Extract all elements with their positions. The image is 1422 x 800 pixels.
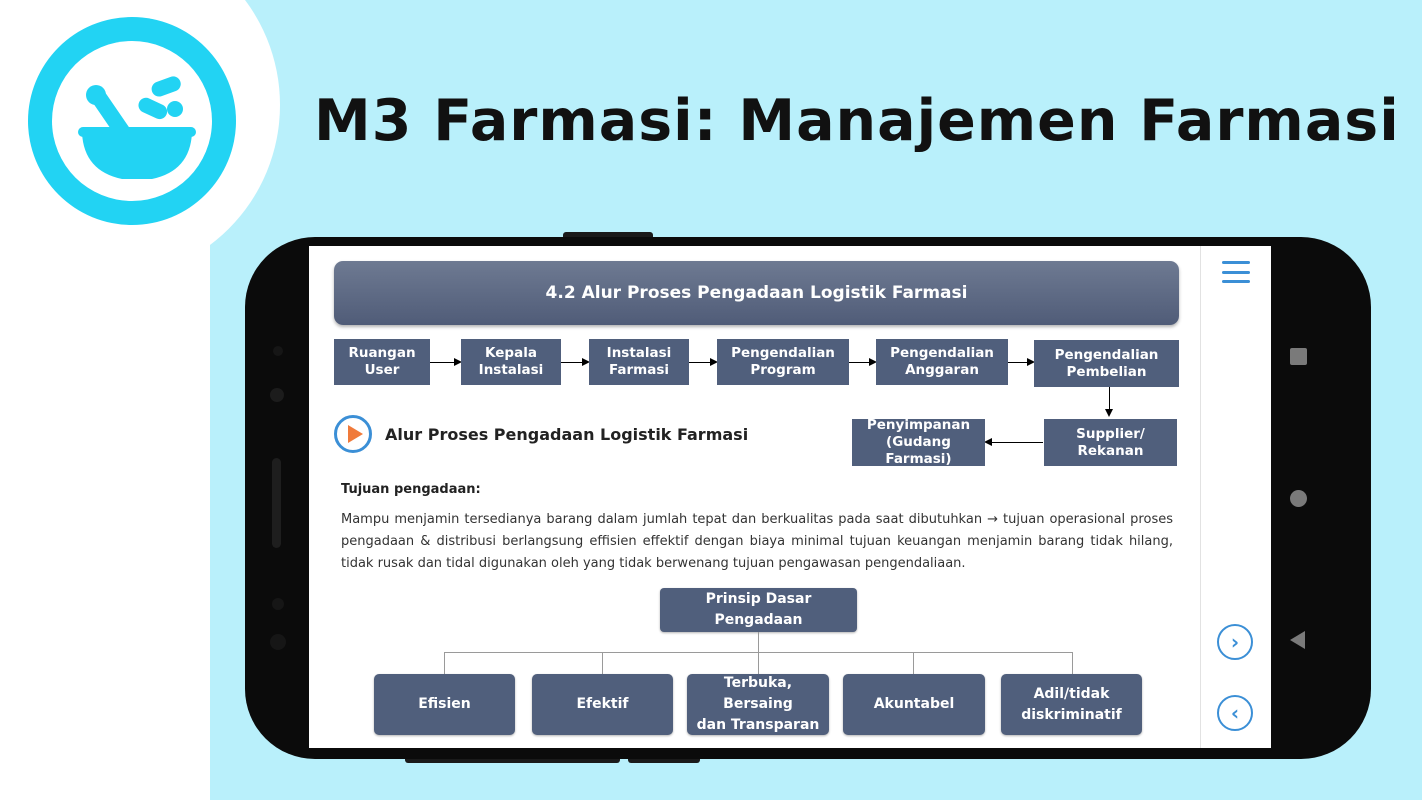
flow-arrow (849, 358, 877, 366)
flow-box-supplier-rekanan: Supplier/ Rekanan (1044, 419, 1177, 466)
prinsip-box-terbuka: Terbuka, Bersaing dan Transparan (687, 674, 829, 735)
flow-arrow-left (984, 438, 1043, 446)
chevron-right-icon: › (1230, 630, 1240, 654)
tree-connector (758, 652, 759, 674)
video-play-button[interactable] (334, 415, 372, 453)
flow-box-penyimpanan: Penyimpanan (Gudang Farmasi) (852, 417, 985, 467)
tujuan-paragraph: Mampu menjamin tersedianya barang dalam … (341, 512, 1173, 571)
android-home-button[interactable] (1290, 490, 1307, 507)
logo-inner-circle (52, 41, 212, 201)
page-headline: M3 Farmasi: Manajemen Farmasi (314, 88, 1400, 154)
tujuan-heading: Tujuan pengadaan: (341, 482, 481, 497)
prinsip-box-akuntabel: Akuntabel (843, 674, 985, 735)
prinsip-root-box: Prinsip Dasar Pengadaan (660, 588, 857, 632)
phone-side-button (563, 232, 653, 240)
menu-bar (1222, 280, 1250, 283)
video-label[interactable]: Alur Proses Pengadaan Logistik Farmasi (385, 425, 749, 444)
tree-connector (1072, 652, 1073, 674)
app-logo (28, 17, 236, 225)
phone-camera (270, 388, 284, 402)
section-title: 4.2 Alur Proses Pengadaan Logistik Farma… (334, 261, 1179, 325)
chevron-left-icon: ‹ (1230, 701, 1240, 725)
prinsip-box-adil: Adil/tidak diskriminatif (1001, 674, 1142, 735)
flow-arrow (430, 358, 462, 366)
phone-power-button (628, 756, 700, 763)
tree-connector (758, 632, 759, 652)
flow-box-pengendalian-program: Pengendalian Program (717, 339, 849, 385)
menu-bar (1222, 270, 1250, 274)
menu-bar (1222, 261, 1250, 264)
phone-sensor (273, 346, 283, 356)
phone-screen: 4.2 Alur Proses Pengadaan Logistik Farma… (309, 246, 1271, 748)
flow-box-instalasi-farmasi: Instalasi Farmasi (589, 339, 689, 385)
phone-sensor (272, 598, 284, 610)
prinsip-box-efektif: Efektif (532, 674, 673, 735)
android-recents-button[interactable] (1290, 348, 1307, 365)
android-back-button[interactable] (1290, 631, 1305, 649)
flow-arrow-down (1105, 387, 1113, 417)
prinsip-box-efisien: Efisien (374, 674, 515, 735)
sidebar-divider (1200, 246, 1201, 748)
mortar-pestle-pills-icon (78, 76, 196, 179)
phone-speaker (272, 458, 281, 548)
flow-arrow (689, 358, 718, 366)
hamburger-menu-icon[interactable] (1222, 261, 1250, 283)
flow-box-kepala-instalasi: Kepala Instalasi (461, 339, 561, 385)
phone-volume-button (405, 756, 620, 763)
flow-box-pengendalian-anggaran: Pengendalian Anggaran (876, 339, 1008, 385)
next-page-button[interactable]: › (1217, 624, 1253, 660)
flow-box-pengendalian-pembelian: Pengendalian Pembelian (1034, 340, 1179, 387)
tree-connector (602, 652, 603, 674)
prev-page-button[interactable]: ‹ (1217, 695, 1253, 731)
phone-sensor (270, 634, 286, 650)
tree-connector (913, 652, 914, 674)
flow-arrow (561, 358, 590, 366)
flow-arrow (1008, 358, 1035, 366)
tree-connector (444, 652, 445, 674)
flow-box-ruangan-user: Ruangan User (334, 339, 430, 385)
